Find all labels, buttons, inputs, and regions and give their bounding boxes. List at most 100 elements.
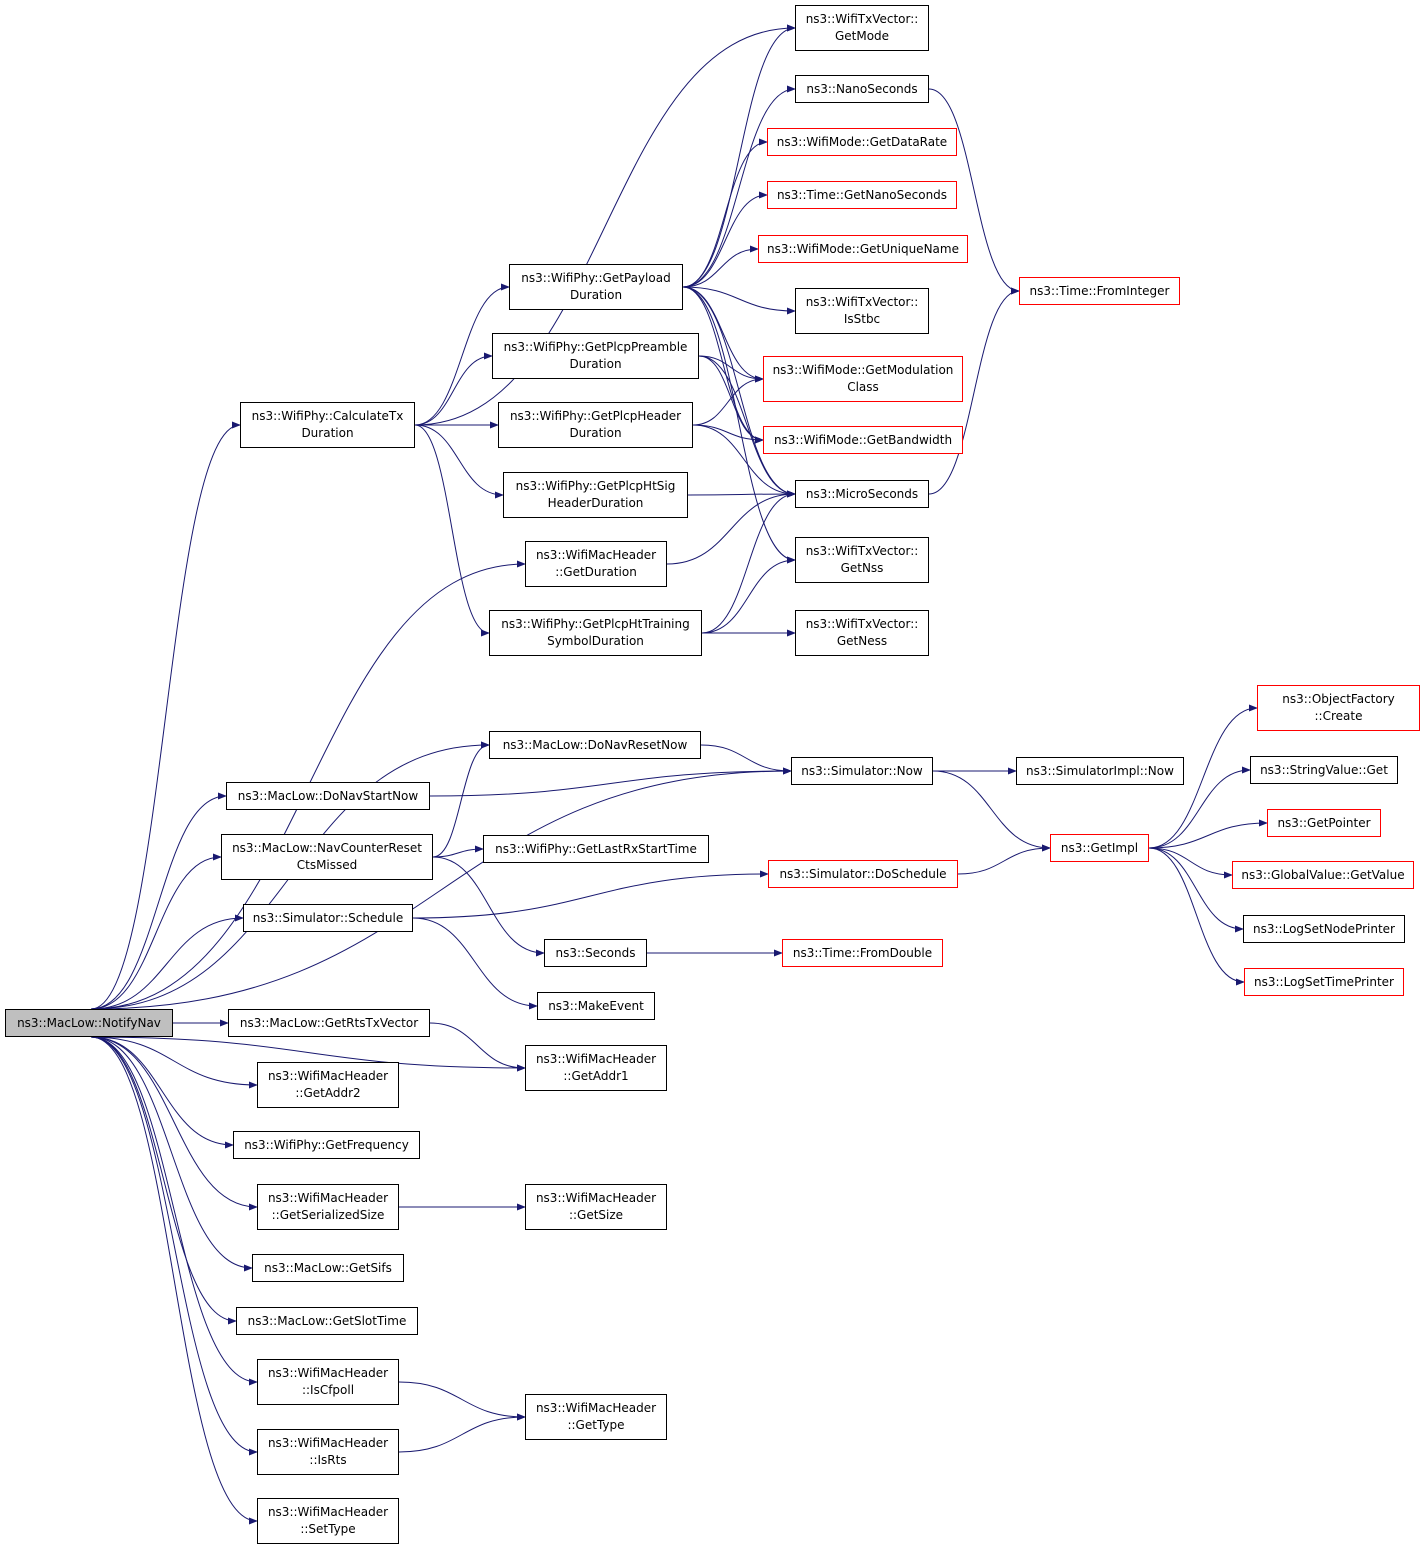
node-lastrx[interactable]: ns3::WifiPhy::GetLastRxStartTime <box>483 835 709 863</box>
edge-notifynav-to-calctx <box>90 421 241 1010</box>
node-addr1[interactable]: ns3::WifiMacHeader::GetAddr1 <box>525 1045 667 1091</box>
node-isrts[interactable]: ns3::WifiMacHeader::IsRts <box>257 1429 399 1475</box>
node-label: GetNss <box>840 561 884 575</box>
node-lognode[interactable]: ns3::LogSetNodePrinter <box>1243 915 1405 943</box>
node-iscfpoll[interactable]: ns3::WifiMacHeader::IsCfpoll <box>257 1359 399 1405</box>
edge-plcpheader-to-microsec <box>692 424 796 498</box>
node-label: ::GetSize <box>568 1208 624 1222</box>
edge-calctx-to-getmode <box>414 24 796 426</box>
node-label: ns3::WifiPhy::GetFrequency <box>244 1137 409 1152</box>
node-label: ns3::WifiMode::GetDataRate <box>776 134 948 149</box>
node-getsize[interactable]: ns3::WifiMacHeader::GetSize <box>525 1184 667 1230</box>
edge-getimpl-to-logtime <box>1148 847 1245 986</box>
node-label: Class <box>847 380 879 394</box>
edge-navcts-to-navreset <box>432 741 490 858</box>
edge-notifynav-to-addr1 <box>90 1036 526 1072</box>
node-schedule[interactable]: ns3::Simulator::Schedule <box>243 904 413 932</box>
edge-httrain-to-microsec <box>701 490 796 634</box>
edge-payload-to-getdatarate <box>682 138 768 288</box>
edge-navcts-to-seconds <box>432 856 545 957</box>
node-label: ::IsCfpoll <box>301 1383 355 1397</box>
node-label: ns3::Simulator::Schedule <box>252 910 404 925</box>
node-getness[interactable]: ns3::WifiTxVector::GetNess <box>795 610 929 656</box>
node-notifynav: ns3::MacLow::NotifyNav <box>5 1009 173 1037</box>
node-navstart[interactable]: ns3::MacLow::DoNavStartNow <box>226 782 430 810</box>
node-settype[interactable]: ns3::WifiMacHeader::SetType <box>257 1498 399 1544</box>
node-label: ns3::MacLow::GetSlotTime <box>247 1313 407 1328</box>
node-getdatarate[interactable]: ns3::WifiMode::GetDataRate <box>767 128 957 156</box>
node-objfactory[interactable]: ns3::ObjectFactory::Create <box>1257 685 1420 731</box>
node-fromint[interactable]: ns3::Time::FromInteger <box>1019 277 1180 305</box>
node-seconds[interactable]: ns3::Seconds <box>544 939 647 967</box>
node-macdur[interactable]: ns3::WifiMacHeader::GetDuration <box>525 541 667 587</box>
node-label: ns3::WifiMode::GetModulation <box>772 363 954 377</box>
node-label: ns3::WifiMacHeader <box>267 1436 389 1450</box>
edge-notifynav-to-isrts <box>90 1036 258 1456</box>
node-sifs[interactable]: ns3::MacLow::GetSifs <box>252 1254 404 1282</box>
node-makeevent[interactable]: ns3::MakeEvent <box>537 992 655 1020</box>
node-label: ::GetAddr2 <box>295 1086 361 1100</box>
node-gettype[interactable]: ns3::WifiMacHeader::GetType <box>525 1394 667 1440</box>
node-sersize[interactable]: ns3::WifiMacHeader::GetSerializedSize <box>257 1184 399 1230</box>
node-label: ns3::MicroSeconds <box>805 486 919 501</box>
node-label: Duration <box>301 426 354 440</box>
node-logtime[interactable]: ns3::LogSetTimePrinter <box>1244 968 1404 996</box>
node-simnow[interactable]: ns3::Simulator::Now <box>791 757 933 785</box>
edge-isrts-to-gettype <box>398 1413 526 1453</box>
node-addr2[interactable]: ns3::WifiMacHeader::GetAddr2 <box>257 1062 399 1108</box>
node-label: ns3::MacLow::GetRtsTxVector <box>239 1015 419 1030</box>
node-stringget[interactable]: ns3::StringValue::Get <box>1250 756 1398 784</box>
node-label: ::GetAddr1 <box>563 1069 629 1083</box>
edge-httrain-to-getnss <box>701 556 796 634</box>
edge-rtstx-to-addr1 <box>429 1022 526 1072</box>
node-label: ns3::WifiMacHeader <box>535 1191 657 1205</box>
node-getnanosec[interactable]: ns3::Time::GetNanoSeconds <box>767 181 957 209</box>
node-isstbc[interactable]: ns3::WifiTxVector::IsStbc <box>795 288 929 334</box>
node-getmode[interactable]: ns3::WifiTxVector::GetMode <box>795 5 929 51</box>
node-doschedule[interactable]: ns3::Simulator::DoSchedule <box>768 860 958 888</box>
node-label: ns3::WifiPhy::GetPlcpHtSig <box>515 479 676 493</box>
edge-payload-to-isstbc <box>682 286 796 315</box>
node-bandwidth[interactable]: ns3::WifiMode::GetBandwidth <box>763 426 963 454</box>
node-implnow[interactable]: ns3::SimulatorImpl::Now <box>1016 757 1184 785</box>
edge-payload-to-getuniquename <box>682 245 759 288</box>
node-navreset[interactable]: ns3::MacLow::DoNavResetNow <box>489 731 701 759</box>
node-label: ns3::GlobalValue::GetValue <box>1241 867 1405 882</box>
node-getimpl[interactable]: ns3::GetImpl <box>1050 834 1149 862</box>
node-label: ns3::WifiMacHeader <box>267 1366 389 1380</box>
node-label: ns3::WifiPhy::GetPlcpPreamble <box>503 340 688 354</box>
node-getuniquename[interactable]: ns3::WifiMode::GetUniqueName <box>758 235 968 263</box>
node-slot[interactable]: ns3::MacLow::GetSlotTime <box>236 1307 418 1335</box>
edge-microsec-to-fromint <box>928 287 1020 495</box>
node-nanosec[interactable]: ns3::NanoSeconds <box>795 75 929 103</box>
node-getnss[interactable]: ns3::WifiTxVector::GetNss <box>795 537 929 583</box>
edge-getimpl-to-stringget <box>1148 766 1251 849</box>
node-rtstx[interactable]: ns3::MacLow::GetRtsTxVector <box>228 1009 430 1037</box>
edge-notifynav-to-iscfpoll <box>90 1036 258 1386</box>
node-label: ::SetType <box>300 1522 356 1536</box>
node-fromdouble[interactable]: ns3::Time::FromDouble <box>782 939 943 967</box>
node-label: ns3::Time::FromInteger <box>1029 283 1170 298</box>
node-label: ns3::MacLow::NotifyNav <box>17 1015 161 1030</box>
edge-notifynav-to-simnow <box>90 767 792 1010</box>
node-globalget[interactable]: ns3::GlobalValue::GetValue <box>1232 861 1414 889</box>
node-freq[interactable]: ns3::WifiPhy::GetFrequency <box>233 1131 420 1159</box>
node-label: ns3::WifiMacHeader <box>267 1069 389 1083</box>
edge-calctx-to-htsig <box>414 424 504 499</box>
edge-notifynav-to-freq <box>90 1036 234 1149</box>
edge-macdur-to-microsec <box>666 490 796 565</box>
node-getpointer[interactable]: ns3::GetPointer <box>1267 809 1381 837</box>
node-label: ::GetType <box>567 1418 625 1432</box>
node-microsec[interactable]: ns3::MicroSeconds <box>795 480 929 508</box>
node-label: ns3::WifiPhy::GetLastRxStartTime <box>495 841 697 856</box>
edge-payload-to-getnanosec <box>682 191 768 288</box>
edge-getimpl-to-globalget <box>1148 847 1233 879</box>
